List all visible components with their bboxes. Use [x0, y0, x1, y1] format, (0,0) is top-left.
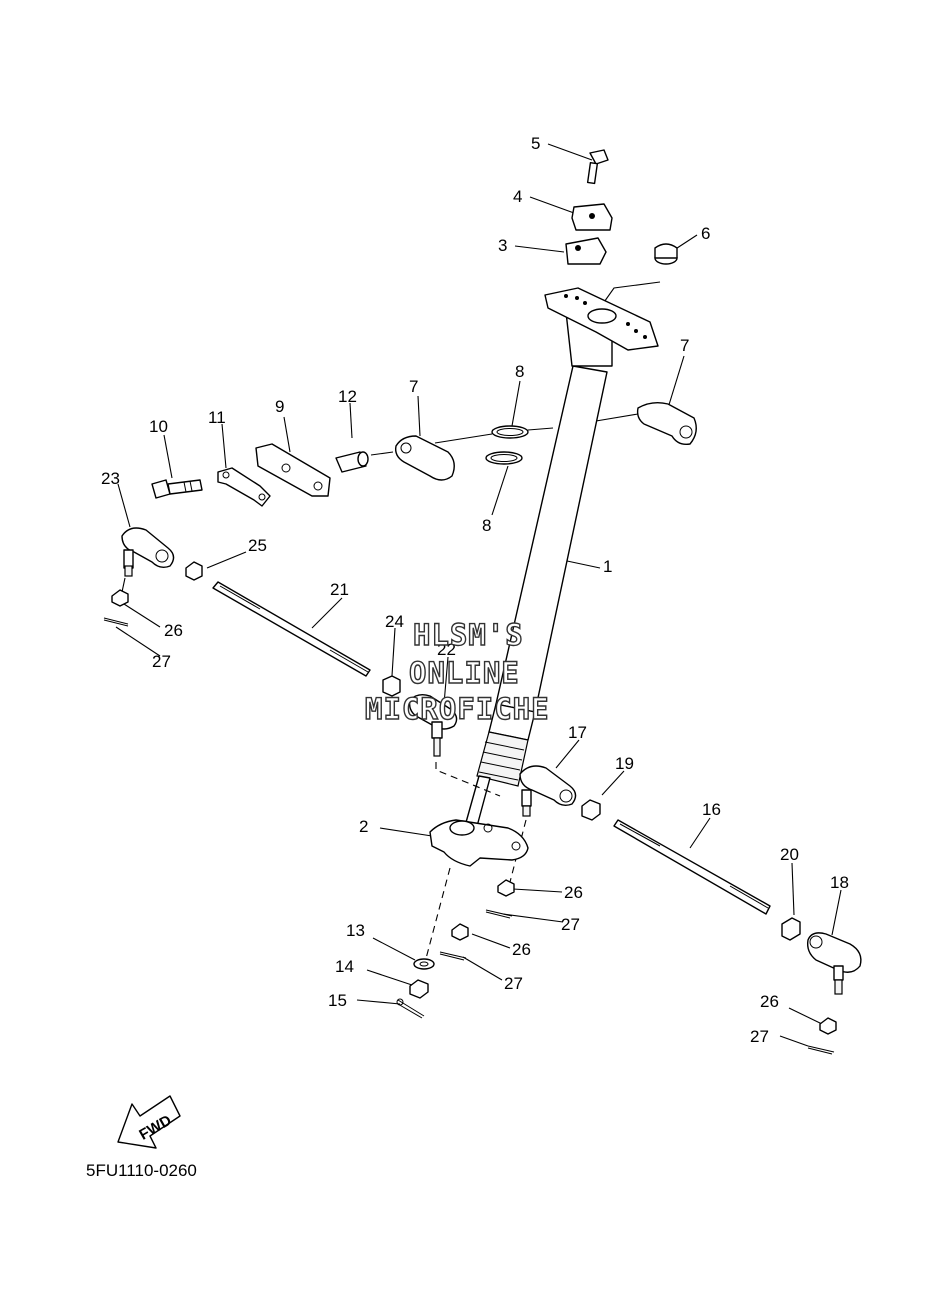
tie-rod-16 [613, 819, 771, 915]
callout-4: 4 [513, 187, 522, 206]
tie-rod-end-18 [806, 932, 862, 995]
watermark: HLSM'S ONLINE MICROFICHE [364, 617, 550, 726]
nut-26-c [451, 923, 469, 941]
tie-rod-end-17 [519, 765, 577, 817]
tie-rod-21 [212, 581, 371, 677]
nut-26-a [111, 589, 129, 607]
callout-14: 14 [335, 957, 354, 976]
shaft-bushing-right [636, 401, 697, 446]
leader-lines [115, 143, 842, 1047]
callout-15: 15 [328, 991, 347, 1010]
callout-labels: 1 2 3 4 5 6 7 7 8 8 9 10 11 12 13 14 15 … [101, 134, 849, 1046]
nut-19 [581, 799, 601, 821]
callout-9: 9 [275, 397, 284, 416]
callout-18: 18 [830, 873, 849, 892]
handlebar-holder-lower [565, 237, 607, 265]
nut-20 [781, 917, 801, 941]
callout-8a: 8 [515, 362, 524, 381]
callout-24: 24 [385, 612, 404, 631]
callout-27d: 27 [750, 1027, 769, 1046]
circlip-lower [485, 451, 523, 465]
callout-26c: 26 [512, 940, 531, 959]
watermark-line-1: HLSM'S [413, 618, 524, 652]
callout-27a: 27 [152, 652, 171, 671]
callout-10: 10 [149, 417, 168, 436]
cap-6 [654, 243, 678, 265]
callout-7a: 7 [409, 377, 418, 396]
callout-23: 23 [101, 469, 120, 488]
steering-shaft [464, 365, 608, 831]
callout-2: 2 [359, 817, 368, 836]
callout-27b: 27 [561, 915, 580, 934]
handlebar-holder-upper [571, 203, 613, 231]
circlip-upper [491, 425, 529, 439]
callout-20: 20 [780, 845, 799, 864]
tie-rod-end-22 [408, 693, 458, 757]
cotter-pin-27-c [439, 951, 467, 961]
callout-22: 22 [437, 640, 456, 659]
cotter-pin-27-a [103, 617, 129, 627]
nut-26-d [819, 1017, 837, 1035]
watermark-line-2: ONLINE [409, 656, 520, 690]
callout-16: 16 [702, 800, 721, 819]
watermark-line-3: MICROFICHE [365, 692, 550, 726]
cotter-pin-27-b [485, 909, 513, 919]
bolt-5 [586, 149, 609, 185]
callout-21: 21 [330, 580, 349, 599]
callout-3: 3 [498, 236, 507, 255]
tie-rod-end-23 [121, 527, 175, 577]
plate-9 [255, 443, 331, 497]
callout-26a: 26 [164, 621, 183, 640]
callout-7b: 7 [680, 336, 689, 355]
callout-17: 17 [568, 723, 587, 742]
callout-12: 12 [338, 387, 357, 406]
callout-6: 6 [701, 224, 710, 243]
callout-26d: 26 [760, 992, 779, 1011]
shaft-bushing-left [394, 435, 455, 481]
callout-25: 25 [248, 536, 267, 555]
washer-13 [413, 958, 435, 970]
bolt-10 [151, 479, 203, 499]
callout-1: 1 [603, 557, 612, 576]
callout-19: 19 [615, 754, 634, 773]
pitman-arm [429, 819, 529, 867]
nut-25 [185, 561, 203, 581]
callout-26b: 26 [564, 883, 583, 902]
collar-12 [335, 451, 369, 473]
upper-column-plate [544, 287, 659, 367]
callout-5: 5 [531, 134, 540, 153]
diagram-code: 5FU1110-0260 [86, 1161, 197, 1180]
nut-24 [382, 675, 401, 697]
lock-washer-11 [217, 467, 271, 507]
callout-27c: 27 [504, 974, 523, 993]
callout-8b: 8 [482, 516, 491, 535]
callout-11: 11 [208, 408, 226, 427]
callout-13: 13 [346, 921, 365, 940]
fwd-arrow-icon: FWD [117, 1095, 181, 1149]
cotter-pin-15 [396, 998, 425, 1019]
cotter-pin-27-d [807, 1045, 835, 1055]
nut-26-b [497, 879, 515, 897]
nut-14 [409, 979, 429, 999]
